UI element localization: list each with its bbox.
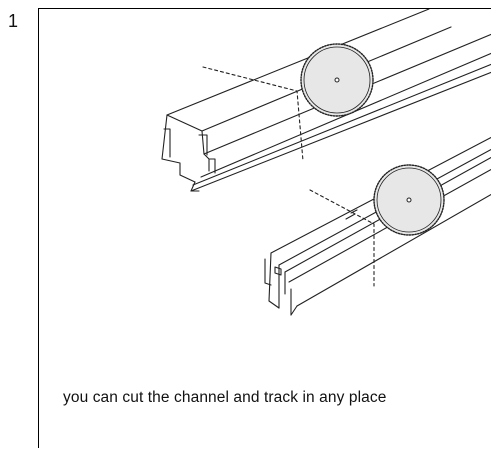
instruction-panel: you can cut the channel and track in any… (38, 8, 491, 448)
cutting-illustration (161, 9, 491, 316)
top-channel (161, 9, 491, 192)
step-number: 1 (8, 11, 19, 31)
guide-lines (202, 66, 375, 287)
bottom-track (264, 136, 491, 316)
caption-text: you can cut the channel and track in any… (63, 389, 387, 406)
bottom-saw-blade (373, 164, 445, 236)
top-saw-blade (300, 43, 374, 117)
